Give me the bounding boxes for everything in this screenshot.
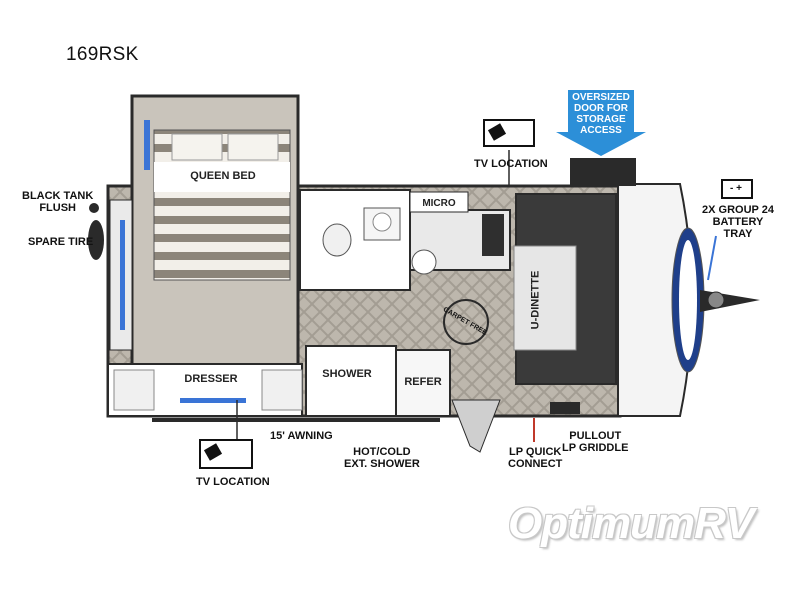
tv-location-bottom-label: TV LOCATION [196,476,270,488]
kitchen-sink [411,249,437,275]
dresser-label: DRESSER [184,373,238,385]
entry-step [451,399,501,453]
battery-icon [721,179,753,199]
micro-label: MICRO [422,198,456,209]
battery-symbol: - + [730,183,742,194]
awning-label: 15' AWNING [270,430,333,442]
stovetop [482,214,504,256]
model-name: 169RSK [66,44,139,65]
carpet-free-badge [443,299,489,345]
spare-tire-label: SPARE TIRE [28,236,94,248]
bed-label-band [154,162,290,192]
watermark-logo: OptimumRV [508,499,754,548]
lp-griddle-door [550,402,580,414]
dinette-table [513,245,577,351]
battery-tray-label: 2X GROUP 24 BATTERY TRAY [702,204,774,240]
toilet [322,223,352,257]
wardrobe-led [144,120,150,170]
shower-label: SHOWER [322,368,372,380]
wardrobe-right [261,369,303,411]
sink-bowl [372,212,392,232]
storage-door [570,158,636,186]
rear-led [120,220,125,330]
battery-pointer [707,235,717,281]
refer-label: REFER [404,376,442,388]
spare-tire [88,220,104,260]
refrigerator [395,349,451,417]
pillow [171,133,223,161]
dresser-led [180,398,246,403]
pillow [227,133,279,161]
u-dinette-label: U-DINETTE [529,270,542,330]
microwave [409,191,469,213]
tv-location-top-label: TV LOCATION [474,158,548,170]
storage-door-callout: OVERSIZED DOOR FOR STORAGE ACCESS [572,92,630,136]
jack [707,291,725,309]
black-tank-flush-label: BLACK TANK FLUSH [22,190,94,214]
front-logo-inner [679,240,697,360]
tv-icon [199,439,253,469]
arrow-down-icon [556,90,646,156]
shower [305,345,397,417]
black-tank-flush-valve [89,203,99,213]
lp-quick-connect-label: LP QUICK CONNECT [508,446,563,470]
wardrobe-left [113,369,155,411]
ext-shower-label: HOT/COLD EXT. SHOWER [344,446,420,470]
tv-icon [483,119,535,147]
queen-bed-label: QUEEN BED [190,170,256,182]
pullout-griddle-label: PULLOUT LP GRIDDLE [562,430,629,454]
